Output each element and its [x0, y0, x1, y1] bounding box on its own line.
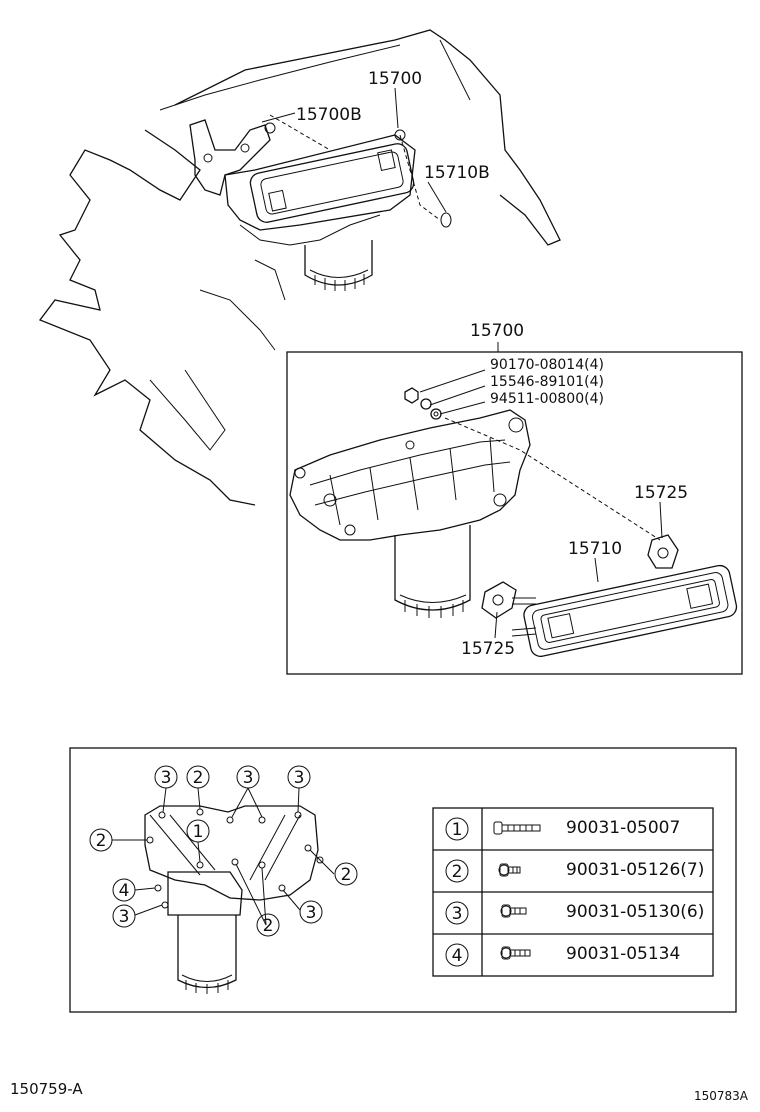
marker-2-text: 2 — [193, 768, 204, 788]
marker-2-text: 2 — [96, 831, 107, 851]
label-bolt-b: 15546-89101(4) — [490, 374, 604, 390]
bolt-icon — [500, 946, 531, 960]
bolt-map-frame — [69, 747, 737, 1013]
legend-marker: 1 — [452, 820, 463, 840]
marker-3-top-center: 3 — [236, 765, 260, 789]
legend-row-4: 4 90031-05134 — [445, 943, 680, 967]
legend-part: 90031-05134 — [566, 944, 680, 964]
legend-part: 90031-05130(6) — [566, 902, 704, 922]
footer-left-code: 150759-A — [10, 1080, 83, 1098]
marker-3-top-right: 3 — [287, 765, 311, 789]
marker-3-text: 3 — [161, 768, 172, 788]
legend-row-2: 2 90031-05126(7) — [445, 859, 704, 883]
marker-4-left: 4 — [112, 878, 136, 902]
label-cooler: 15710 — [568, 539, 622, 559]
detail-frame — [286, 351, 743, 675]
cooler-detail-illustration — [289, 369, 738, 658]
legend-marker: 3 — [452, 904, 463, 924]
gasket-lower — [481, 581, 517, 619]
marker-3-text: 3 — [294, 768, 305, 788]
oil-cooler-element — [523, 564, 738, 658]
legend-row-1: 1 90031-05007 — [445, 817, 680, 841]
label-bracket: 15700B — [296, 105, 362, 125]
label-gasket-lower: 15725 — [461, 639, 515, 659]
marker-2-left: 2 — [89, 828, 113, 852]
marker-3-text: 3 — [306, 903, 317, 923]
engine-overview-illustration — [38, 29, 561, 506]
marker-2-top: 2 — [186, 765, 210, 789]
label-washer: 94511-00800(4) — [490, 391, 604, 407]
marker-3-text: 3 — [243, 768, 254, 788]
label-assembly-top: 15700 — [368, 69, 422, 89]
legend-part: 90031-05007 — [566, 818, 680, 838]
marker-3-top-left: 3 — [154, 765, 178, 789]
marker-1-center: 1 — [186, 819, 210, 843]
marker-3-bottom-left: 3 — [112, 904, 136, 928]
legend-marker: 4 — [452, 946, 463, 966]
bolt-legend-table: 1 90031-05007 2 90031-05126(7) 3 — [432, 807, 714, 977]
bolt-icon — [500, 904, 527, 918]
legend-row-3: 3 90031-05130(6) — [445, 901, 704, 925]
bolt-icon — [493, 821, 541, 835]
marker-2-text: 2 — [263, 916, 274, 936]
marker-2-text: 2 — [341, 865, 352, 885]
label-bolt-a: 90170-08014(4) — [490, 357, 604, 373]
label-gasket-upper: 15725 — [634, 483, 688, 503]
marker-2-bottom: 2 — [256, 913, 280, 937]
marker-4-text: 4 — [119, 881, 130, 901]
gasket-upper — [647, 534, 679, 569]
legend-part: 90031-05126(7) — [566, 860, 704, 880]
marker-1-text: 1 — [193, 822, 204, 842]
label-oring: 15710B — [424, 163, 490, 183]
marker-3-text: 3 — [119, 907, 130, 927]
legend-marker: 2 — [452, 862, 463, 882]
marker-2-right: 2 — [334, 862, 358, 886]
bolt-icon — [498, 863, 521, 877]
footer-right-code: 150783A — [694, 1089, 749, 1103]
label-assembly-detail: 15700 — [470, 321, 524, 341]
marker-3-bottom-right: 3 — [299, 900, 323, 924]
bolt-location-illustration — [112, 787, 335, 994]
